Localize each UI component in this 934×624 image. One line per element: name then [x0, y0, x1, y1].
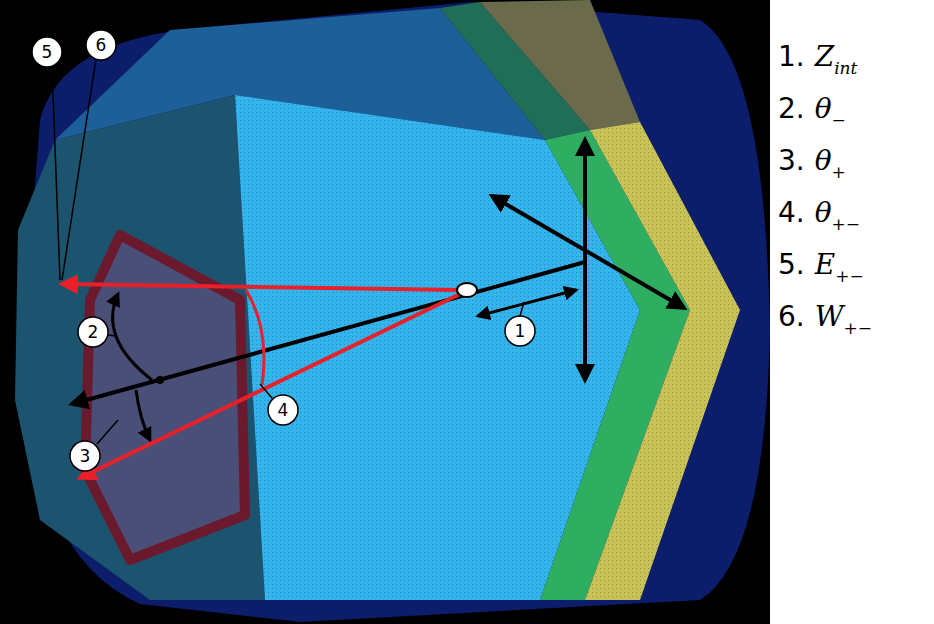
- legend-number: 3.: [778, 144, 805, 177]
- variable-subscript: +: [832, 162, 846, 182]
- callout-number: 6: [86, 30, 116, 60]
- legend-number: 5.: [778, 248, 805, 281]
- callout-number: 5: [32, 37, 62, 67]
- legend-row: 2.θ−: [778, 92, 846, 125]
- callout-number: 4: [268, 395, 298, 425]
- variable-symbol: W: [815, 300, 844, 333]
- variable-symbol: Z: [815, 40, 834, 73]
- variable-symbol: θ: [815, 92, 832, 125]
- legend-number: 6.: [778, 300, 805, 333]
- variable-symbol: θ: [815, 144, 832, 177]
- legend-row: 4.θ+−: [778, 196, 860, 229]
- legend-row: 5.E+−: [778, 248, 864, 281]
- callout-number: 1: [505, 316, 535, 346]
- legend-number: 2.: [778, 92, 805, 125]
- callout-number: 2: [78, 317, 108, 347]
- variable-subscript: −: [832, 110, 846, 130]
- variable-subscript: int: [834, 58, 857, 78]
- legend-row: 3.θ+: [778, 144, 846, 177]
- variable-subscript: +−: [835, 266, 864, 286]
- legend-row: 1.Zint: [778, 40, 857, 73]
- variable-subscript: +−: [844, 318, 873, 338]
- legend-number: 4.: [778, 196, 805, 229]
- variable-subscript: +−: [832, 214, 861, 234]
- variable-symbol: θ: [815, 196, 832, 229]
- variable-symbol: E: [815, 248, 835, 281]
- callout-number: 3: [70, 441, 100, 471]
- legend-number: 1.: [778, 40, 805, 73]
- legend-row: 6.W+−: [778, 300, 872, 333]
